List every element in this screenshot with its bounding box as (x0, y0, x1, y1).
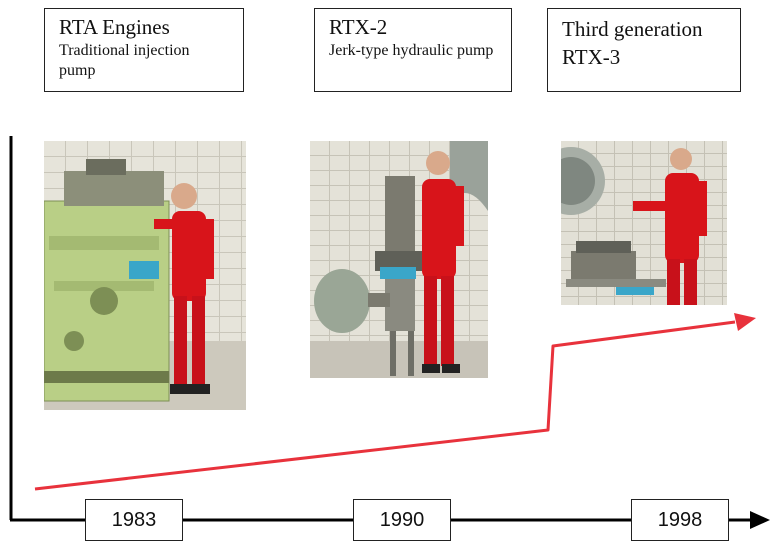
stage-title: RTX-2 (329, 15, 388, 39)
stage-title: Third generation RTX-3 (562, 17, 703, 69)
stage-subtitle: Traditional injection pump (59, 42, 190, 79)
trend-arrowhead (734, 313, 756, 331)
trend-arrow-line (34, 320, 736, 491)
year-label-1983: 1983 (85, 499, 183, 541)
year-label-1998: 1998 (631, 499, 729, 541)
stage-subtitle: Jerk-type hydraulic pump (329, 42, 494, 59)
stage-label-rtx2: RTX-2 Jerk-type hydraulic pump (314, 8, 512, 92)
stage-label-rtx3: Third generation RTX-3 (547, 8, 741, 92)
photo-rtx2-pump (310, 141, 488, 378)
stage-title: RTA Engines (59, 15, 170, 39)
stage-label-rta: RTA Engines Traditional injection pump (44, 8, 244, 92)
year-label-1990: 1990 (353, 499, 451, 541)
photo-rta-engine (44, 141, 246, 410)
photo-rtx3-unit (561, 141, 727, 305)
time-axis-arrowhead (750, 511, 770, 529)
